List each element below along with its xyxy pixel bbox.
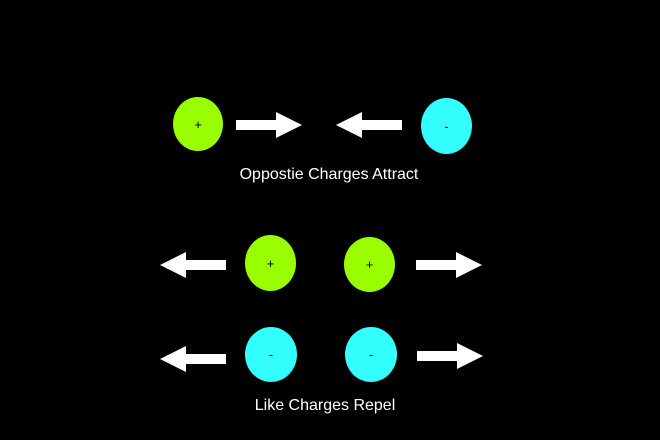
negative-charge: -	[421, 98, 472, 154]
positive-charge: +	[173, 97, 223, 151]
arrow-left-icon	[160, 252, 226, 278]
arrow-right-icon	[416, 252, 482, 278]
arrow-right-icon	[236, 112, 302, 138]
arrow-right-icon	[417, 343, 483, 369]
negative-charge: -	[245, 327, 297, 382]
attract-caption: Oppostie Charges Attract	[239, 166, 419, 183]
positive-charge: +	[344, 237, 395, 292]
repel-caption: Like Charges Repel	[254, 397, 396, 414]
arrow-left-icon	[160, 346, 226, 372]
arrow-left-icon	[336, 112, 402, 138]
positive-charge: +	[245, 235, 296, 291]
negative-charge: -	[345, 327, 397, 382]
